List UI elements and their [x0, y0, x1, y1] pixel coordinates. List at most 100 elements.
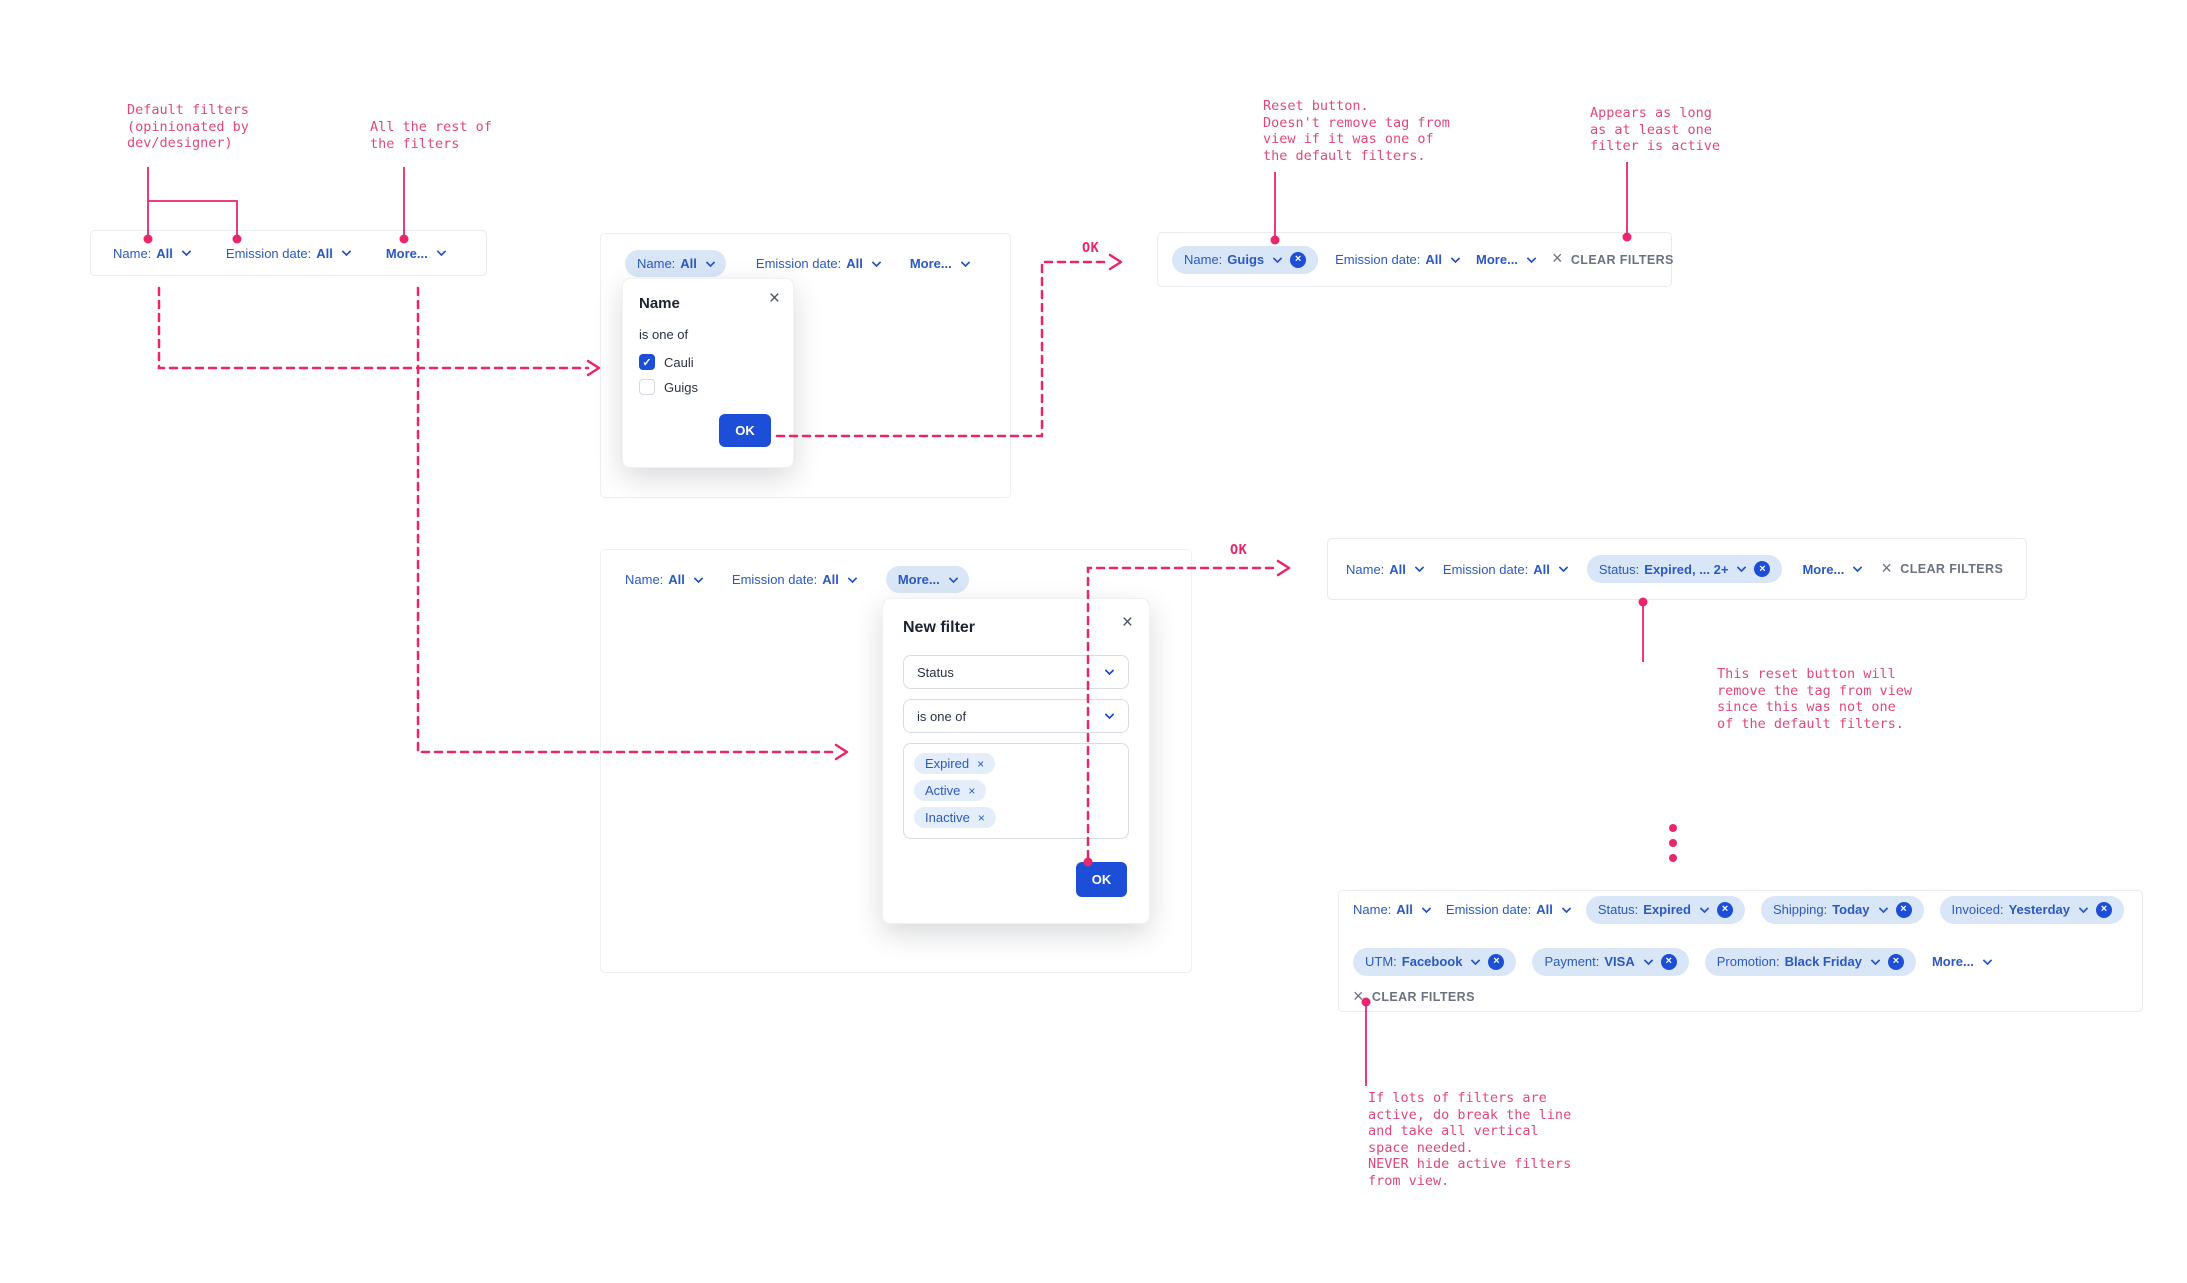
filter-status-active[interactable]: Status: Expired, ... 2+ × — [1586, 555, 1783, 583]
name-filter-popup: Name × is one of ✓ Cauli Guigs OK — [622, 278, 794, 468]
field-select-value: Status — [917, 664, 954, 680]
filter-value: All — [1536, 902, 1553, 917]
filter-label: Shipping: — [1772, 902, 1828, 917]
filter-emission-date[interactable]: Emission date: All — [731, 572, 858, 587]
tag-inactive[interactable]: Inactive × — [914, 807, 996, 828]
annotation-reset-button: Reset button. Doesn't remove tag from vi… — [1263, 98, 1450, 164]
filter-name[interactable]: Name: All — [1353, 902, 1432, 917]
filter-value: All — [156, 245, 173, 261]
filter-name-open[interactable]: Name: All — [625, 250, 726, 277]
clear-filters-label: CLEAR FILTERS — [1900, 562, 2004, 576]
filter-more[interactable]: More... — [1932, 954, 1993, 969]
filter-status-active[interactable]: Status: Expired × — [1585, 895, 1745, 924]
filter-value: All — [1396, 902, 1413, 917]
chevron-down-icon — [1878, 903, 1888, 913]
close-icon[interactable]: × — [768, 288, 780, 309]
annotation-rest-of-filters: All the rest of the filters — [370, 119, 492, 152]
filter-promotion-active[interactable]: Promotion: Black Friday × — [1704, 947, 1916, 976]
filter-emission-date[interactable]: Emission date: All — [1446, 902, 1572, 917]
arrowhead-icon — [586, 359, 601, 377]
remove-filter-icon[interactable]: × — [1887, 953, 1904, 970]
close-icon[interactable]: × — [1121, 612, 1133, 633]
filter-name[interactable]: Name: All — [625, 572, 704, 587]
filter-emission-date[interactable]: Emission date: All — [226, 246, 352, 261]
tag-label: Inactive — [925, 810, 970, 825]
ok-button[interactable]: OK — [1076, 862, 1127, 897]
chevron-down-icon — [1272, 253, 1283, 263]
checkbox-unchecked-icon[interactable] — [639, 379, 655, 395]
remove-filter-icon[interactable]: × — [2096, 901, 2112, 918]
clear-filters-button[interactable]: × CLEAR FILTERS — [1552, 248, 1674, 269]
remove-filter-icon[interactable]: × — [1488, 953, 1505, 970]
filter-more[interactable]: More... — [386, 246, 447, 261]
checkbox-checked-icon[interactable]: ✓ — [639, 354, 655, 370]
filter-label: Name: — [625, 572, 664, 587]
chevron-down-icon — [1104, 709, 1115, 720]
tag-active[interactable]: Active × — [914, 780, 987, 801]
filter-utm-active[interactable]: UTM: Facebook × — [1353, 947, 1517, 976]
filter-more-open[interactable]: More... — [885, 566, 969, 593]
arrowhead-icon — [1108, 253, 1123, 271]
chevron-down-icon — [1561, 903, 1572, 913]
popup-title: New filter — [903, 619, 976, 636]
filter-name-active[interactable]: Name: Guigs × — [1172, 245, 1319, 274]
filter-bar-default: Name: All Emission date: All More... — [90, 230, 487, 276]
option-row[interactable]: ✓ Cauli — [639, 354, 777, 370]
filter-label: Emission date: — [731, 572, 818, 587]
filter-value: Yesterday — [2008, 902, 2070, 917]
clear-filters-label: CLEAR FILTERS — [1570, 252, 1674, 267]
filter-emission-date[interactable]: Emission date: All — [755, 256, 882, 271]
tag-expired[interactable]: Expired × — [914, 753, 996, 774]
filter-value: Facebook — [1401, 954, 1463, 969]
filter-more[interactable]: More... — [1476, 252, 1537, 267]
clear-icon: × — [1353, 985, 1364, 1006]
filter-label: Payment: — [1544, 954, 1600, 969]
filter-bar-status: Name: All Emission date: All Status: Exp… — [1327, 538, 2027, 600]
filter-value: Expired, ... 2+ — [1644, 561, 1729, 577]
tag-label: Active — [925, 783, 961, 798]
remove-tag-icon[interactable]: × — [977, 756, 985, 771]
clear-filters-button[interactable]: × CLEAR FILTERS — [1881, 557, 2004, 579]
filter-label: Name: — [637, 256, 676, 271]
chevron-down-icon — [1870, 955, 1881, 965]
filter-more[interactable]: More... — [1802, 562, 1863, 577]
chevron-down-icon — [705, 257, 716, 267]
filter-value: All — [822, 572, 839, 587]
filter-value: VISA — [1604, 954, 1635, 969]
clear-filters-button[interactable]: × CLEAR FILTERS — [1353, 985, 1475, 1007]
clear-icon: × — [1881, 557, 1893, 578]
ok-label-2: OK — [1230, 542, 1248, 558]
chevron-down-icon — [1526, 253, 1537, 263]
remove-tag-icon[interactable]: × — [977, 810, 985, 825]
filter-value: Black Friday — [1784, 954, 1862, 969]
filter-name[interactable]: Name: All — [1346, 562, 1425, 577]
filter-emission-date[interactable]: Emission date: All — [1335, 252, 1461, 267]
filter-value: Expired — [1643, 902, 1691, 917]
ellipsis-dot — [1669, 854, 1677, 862]
remove-filter-icon[interactable]: × — [1290, 251, 1307, 268]
filter-invoiced-active[interactable]: Invoiced: Yesterday × — [1939, 895, 2124, 924]
remove-filter-icon[interactable]: × — [1660, 953, 1677, 970]
field-select[interactable]: Status — [903, 655, 1129, 689]
arrowhead-icon — [1276, 559, 1291, 577]
filter-value: All — [1533, 561, 1550, 577]
remove-filter-icon[interactable]: × — [1716, 901, 1733, 918]
ok-button[interactable]: OK — [719, 414, 771, 447]
remove-filter-icon[interactable]: × — [1754, 561, 1771, 577]
chevron-down-icon — [1737, 562, 1747, 573]
annotation-appears: Appears as long as at least one filter i… — [1590, 105, 1721, 154]
filter-more[interactable]: More... — [910, 256, 971, 271]
filter-emission-date[interactable]: Emission date: All — [1443, 561, 1569, 577]
remove-filter-icon[interactable]: × — [1895, 901, 1912, 918]
filter-label: Emission date: — [755, 256, 842, 271]
filter-label: More... — [897, 572, 940, 587]
condition-select[interactable]: is one of — [903, 699, 1129, 733]
filter-label: Invoiced: — [1951, 902, 2004, 917]
filter-shipping-active[interactable]: Shipping: Today × — [1760, 895, 1924, 924]
filter-label: UTM: — [1365, 954, 1397, 969]
remove-tag-icon[interactable]: × — [968, 783, 976, 798]
filter-payment-active[interactable]: Payment: VISA × — [1532, 947, 1689, 976]
chevron-down-icon — [1982, 955, 1993, 965]
option-row[interactable]: Guigs — [639, 379, 777, 395]
filter-name[interactable]: Name: All — [113, 245, 192, 261]
